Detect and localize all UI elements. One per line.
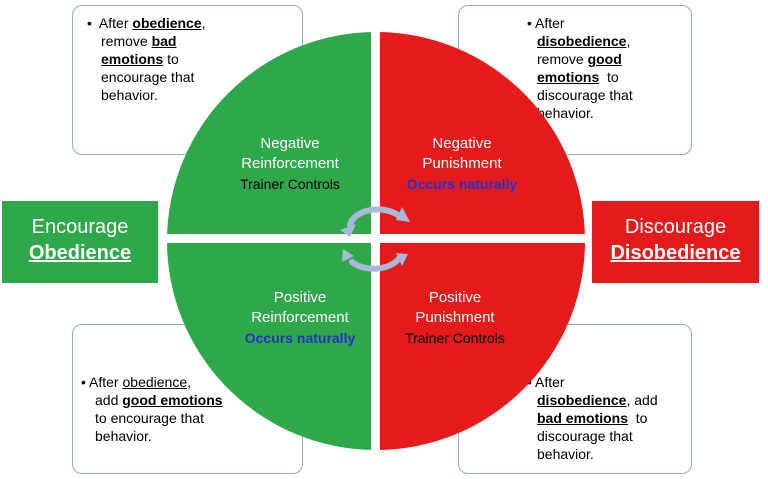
- note-text: After: [89, 374, 123, 390]
- note-line: encourage that: [101, 69, 195, 85]
- note-emphasis: bad emotions: [537, 410, 629, 426]
- note-emphasis: emotions: [537, 69, 600, 85]
- note-text: , add: [626, 392, 658, 408]
- quadrant-title: Punishment: [415, 309, 495, 326]
- note-line: behavior.: [537, 105, 594, 121]
- note-text: After: [98, 15, 133, 31]
- note-line: discourage that: [537, 428, 633, 444]
- negative-punishment-label: Negative Punishment Occurs naturally: [382, 134, 542, 194]
- positive-reinforcement-quadrant: [167, 241, 376, 450]
- note-line: • After obedience,: [81, 373, 302, 391]
- note-emphasis: bad: [151, 33, 177, 49]
- quadrant-title: Positive: [273, 289, 327, 306]
- note-line: to encourage that: [95, 410, 204, 426]
- note-text: remove: [537, 51, 588, 67]
- quadrant-title: Negative: [260, 135, 320, 152]
- discourage-disobedience-banner: Discourage Disobedience: [592, 201, 759, 283]
- cycle-arrows-icon: [347, 206, 403, 272]
- note-line: add good emotions: [81, 391, 302, 409]
- quadrant-note: Occurs naturally: [244, 330, 356, 346]
- note-emphasis: disobedience: [537, 33, 627, 49]
- quadrant-title: Punishment: [422, 155, 502, 172]
- arrowhead-icon: [396, 253, 408, 266]
- quadrant-note: Trainer Controls: [240, 176, 340, 192]
- note-line: disobedience, add: [537, 391, 691, 409]
- negative-reinforcement-label: Negative Reinforcement Trainer Controls: [210, 134, 370, 194]
- note-text: remove: [101, 33, 152, 49]
- note-emphasis: obedience: [132, 15, 202, 31]
- quadrant-title: Positive: [428, 289, 482, 306]
- positive-reinforcement-label: Positive Reinforcement Occurs naturally: [220, 288, 380, 348]
- note-text: ,: [201, 15, 206, 31]
- note-line: remove bad: [87, 32, 302, 50]
- banner-emphasis: Obedience: [28, 242, 132, 264]
- banner-line: Encourage: [31, 216, 129, 238]
- note-emphasis: disobedience: [537, 392, 627, 408]
- note-line: • After: [527, 14, 691, 32]
- banner-line: Discourage: [624, 216, 727, 238]
- note-text: to: [599, 69, 619, 85]
- lower-arc-arrow: [349, 254, 403, 272]
- note-line: bad emotions to: [537, 409, 691, 427]
- note-text: ,: [626, 33, 631, 49]
- note-text: to: [163, 51, 179, 67]
- arrowhead-icon: [342, 249, 354, 262]
- bullet: •: [87, 15, 92, 31]
- bullet: •: [81, 374, 86, 390]
- note-emphasis: obedience: [122, 374, 188, 390]
- note-emphasis: good: [587, 51, 622, 67]
- quadrant-title: Reinforcement: [251, 309, 349, 326]
- note-line: remove good: [537, 50, 691, 68]
- note-line: emotions to: [87, 50, 302, 68]
- note-text: After: [535, 15, 565, 31]
- upper-arc-arrow: [347, 206, 401, 228]
- note-emphasis: emotions: [101, 51, 164, 67]
- positive-punishment-quadrant: [376, 241, 585, 450]
- positive-punishment-label: Positive Punishment Trainer Controls: [375, 288, 535, 348]
- note-line: behavior.: [537, 446, 594, 462]
- note-line: • After obedience,: [87, 14, 302, 32]
- note-text: ,: [187, 374, 192, 390]
- note-line: behavior.: [101, 87, 158, 103]
- note-text: to: [628, 410, 648, 426]
- banner-emphasis: Disobedience: [610, 242, 741, 264]
- quadrant-note: Occurs naturally: [406, 176, 518, 192]
- arrowhead-icon: [396, 207, 410, 222]
- quadrant-title: Negative: [432, 135, 492, 152]
- encourage-obedience-banner: Encourage Obedience: [2, 201, 158, 283]
- note-emphasis: good emotions: [122, 392, 223, 408]
- note-line: behavior.: [95, 428, 152, 444]
- note-text: add: [95, 392, 123, 408]
- note-line: discourage that: [537, 87, 633, 103]
- vertical-divider: [371, 32, 380, 450]
- bullet: •: [527, 15, 532, 31]
- note-text: After: [535, 374, 565, 390]
- quadrant-title: Reinforcement: [241, 155, 339, 172]
- note-line: emotions to: [537, 68, 691, 86]
- quadrant-note: Trainer Controls: [405, 330, 505, 346]
- note-line: disobedience,: [537, 32, 691, 50]
- arrowhead-icon: [340, 224, 356, 237]
